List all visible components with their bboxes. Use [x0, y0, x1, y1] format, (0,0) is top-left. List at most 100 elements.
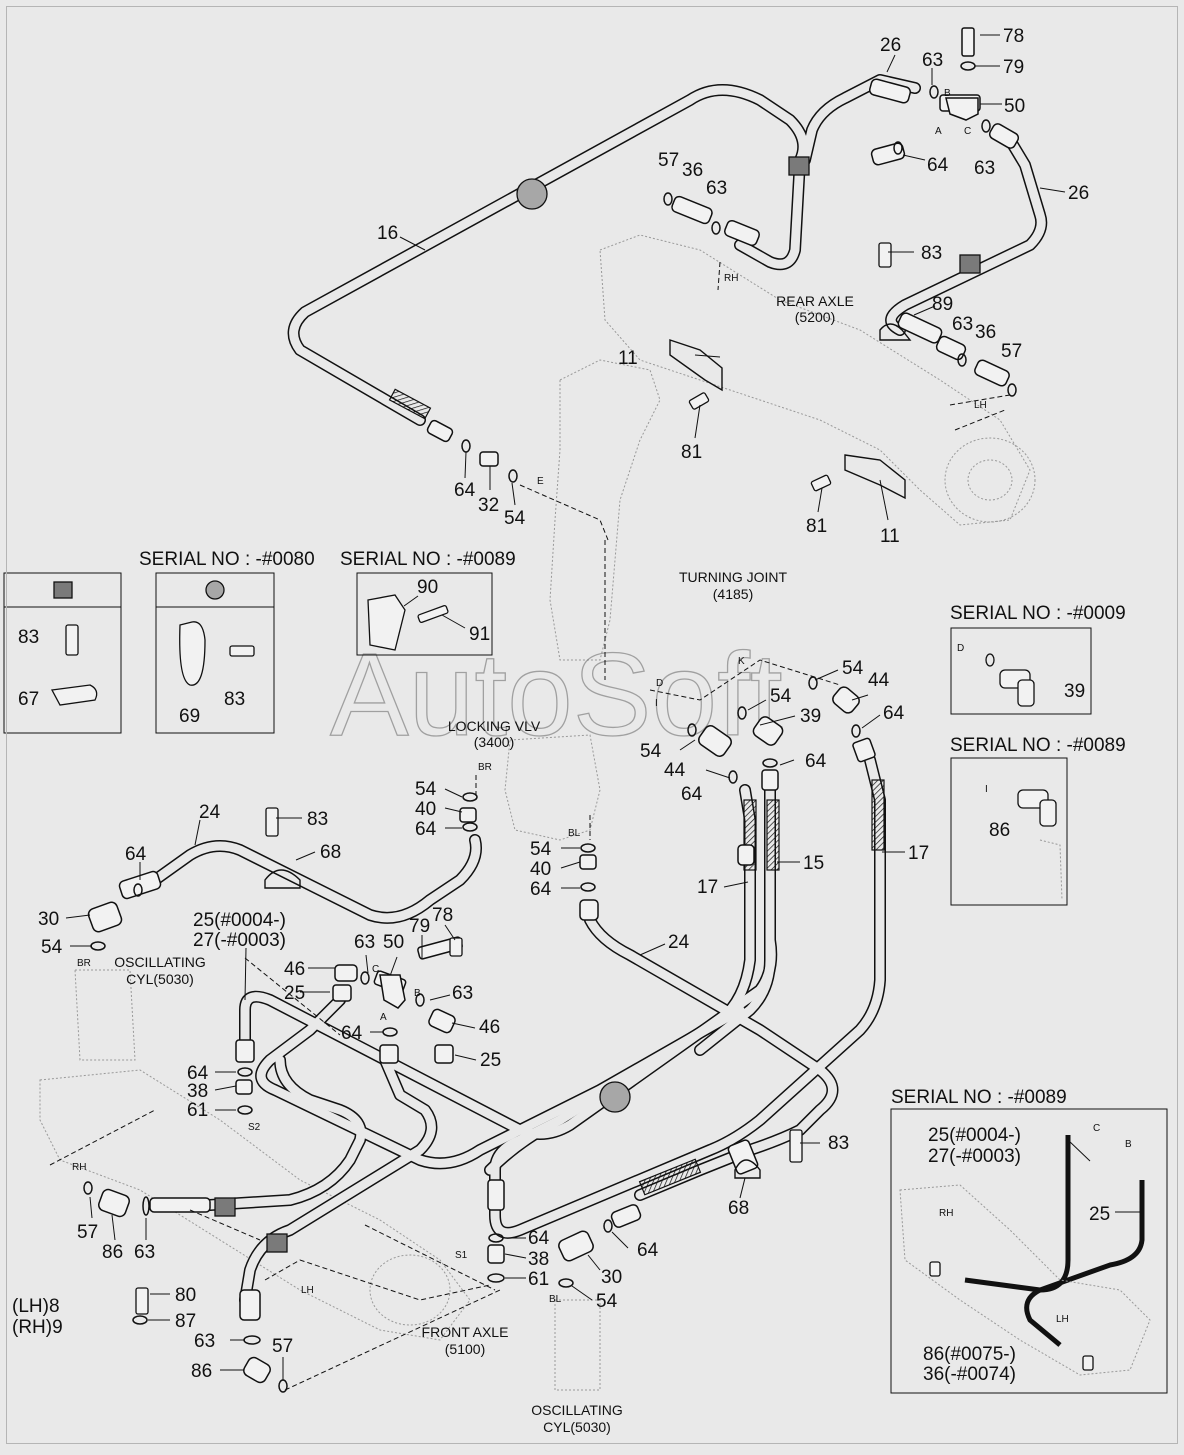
locking-valve-label: LOCKING VLV	[448, 718, 541, 734]
inset-0089-bottom	[890, 1108, 1168, 1394]
part-54-label: 54	[596, 1291, 618, 1312]
serial-headings: SERIAL NO : -#0080 SERIAL NO : -#0089 SE…	[139, 549, 1126, 1108]
port-c: C	[372, 964, 379, 975]
rear-axle-number: (5200)	[795, 309, 835, 325]
port-b: B	[1125, 1139, 1132, 1150]
part-54-label: 54	[41, 937, 63, 958]
part-40-label: 40	[530, 859, 551, 880]
part-26-label: 26	[1068, 183, 1089, 204]
part-79-label: 79	[409, 916, 430, 937]
part-64-label: 64	[454, 480, 476, 501]
port-bl: BL	[568, 828, 581, 839]
inset-86-label: 86(#0075-)	[923, 1344, 1016, 1365]
tee-block-top	[945, 97, 979, 121]
composite-labels: 25(#0004-) 27(-#0003) 25(#0004-) 27(-#00…	[193, 910, 1021, 1385]
turning-joint-label: TURNING JOINT	[679, 569, 788, 585]
square-marker	[266, 1233, 288, 1253]
part-38-label: 38	[187, 1081, 208, 1102]
inset-boxes	[3, 572, 1168, 1394]
part-17-label: 17	[697, 877, 718, 898]
part-44-label: 44	[664, 760, 686, 781]
turning-joint-outline	[549, 359, 661, 661]
part-24-label: 24	[668, 932, 690, 953]
tee-block-front	[379, 974, 406, 1009]
part-68-label: 68	[728, 1198, 749, 1219]
port-c: C	[964, 126, 971, 137]
part-64-label: 64	[341, 1023, 363, 1044]
part-26-label: 26	[880, 35, 901, 56]
part-63-label: 63	[194, 1331, 215, 1352]
serial-no-0089: SERIAL NO : -#0089	[340, 549, 516, 570]
part-63-label: 63	[134, 1242, 155, 1263]
serial-no-0009: SERIAL NO : -#0009	[950, 603, 1126, 624]
part-50-label: 50	[1004, 96, 1025, 117]
part-67-label: 67	[18, 689, 39, 710]
reference-lines	[49, 261, 1011, 1391]
part-78-label: 78	[432, 905, 453, 926]
part-64-label: 64	[681, 784, 703, 805]
part-79-label: 79	[1003, 57, 1024, 78]
front-wheel-hub	[369, 1254, 451, 1326]
part-83-label: 83	[828, 1133, 849, 1154]
tube-inner	[150, 75, 1046, 1305]
part-91-label: 91	[469, 624, 490, 645]
part-87-label: 87	[175, 1311, 196, 1332]
part-64-label: 64	[125, 844, 147, 865]
inset-circle-legend	[155, 572, 275, 734]
part-64-label: 64	[805, 751, 827, 772]
part-number-labels: 78 79 50 26 63 26 63 64 57 36 63 16 83 8…	[12, 26, 1110, 1382]
part-54-label: 54	[415, 779, 437, 800]
inset-0089-right	[950, 757, 1068, 906]
part-25-label: 25	[284, 983, 305, 1004]
part-61-label: 61	[528, 1269, 549, 1290]
rear-axle-outline	[599, 234, 1031, 526]
rear-wheel-hub	[944, 437, 1036, 523]
part-64-label: 64	[187, 1063, 209, 1084]
part-44-label: 44	[868, 670, 890, 691]
part-80-label: 80	[175, 1285, 196, 1306]
part-25-label: 25	[480, 1050, 501, 1071]
serial-no-0089: SERIAL NO : -#0089	[891, 1087, 1067, 1108]
port-e: E	[537, 476, 544, 487]
part-61-label: 61	[187, 1100, 208, 1121]
part-83-label: 83	[921, 243, 942, 264]
part-90-label: 90	[417, 577, 438, 598]
port-br: BR	[478, 762, 492, 773]
port-d: D	[957, 643, 964, 654]
circle-marker	[599, 1081, 631, 1113]
leader-lines	[65, 34, 1142, 1380]
part-54-label: 54	[842, 658, 864, 679]
part-81-label: 81	[681, 442, 702, 463]
part-38-label: 38	[528, 1249, 549, 1270]
bracket-11-bottom	[844, 454, 906, 500]
osc-cylinder-bottom	[554, 1299, 601, 1391]
serial-no-0089: SERIAL NO : -#0089	[950, 735, 1126, 756]
bolts	[65, 242, 892, 1315]
port-b: B	[944, 88, 951, 99]
inset-27-label: 27(-#0003)	[928, 1146, 1021, 1167]
inset-36-label: 36(-#0074)	[923, 1364, 1016, 1385]
part-25-label: 25	[1089, 1204, 1110, 1225]
part-54-label: 54	[504, 508, 526, 529]
port-letters: A B C E RH LH K D I BR BL BR BL A B C S2…	[72, 88, 1132, 1325]
port-i: I	[655, 698, 658, 709]
part-86-label: 86	[102, 1242, 123, 1263]
part-86-label: 86	[191, 1361, 212, 1382]
locking-valve-number: (3400)	[474, 734, 514, 750]
oscillating-cyl-label: OSCILLATING	[114, 954, 206, 970]
part-24-label: 24	[199, 802, 221, 823]
part-63-label: 63	[354, 932, 375, 953]
square-marker	[959, 254, 981, 274]
part-8-label: (LH)8	[12, 1296, 60, 1317]
port-i: I	[985, 784, 988, 795]
square-marker	[788, 156, 810, 176]
port-s1: S1	[455, 1250, 468, 1261]
port-lh: LH	[974, 400, 987, 411]
circle-marker	[516, 178, 548, 210]
part-39-label: 39	[1064, 681, 1085, 702]
port-br: BR	[77, 958, 91, 969]
inset-bg-dotted	[899, 839, 1151, 1376]
inset-0009	[950, 627, 1092, 715]
part-68-label: 68	[320, 842, 341, 863]
